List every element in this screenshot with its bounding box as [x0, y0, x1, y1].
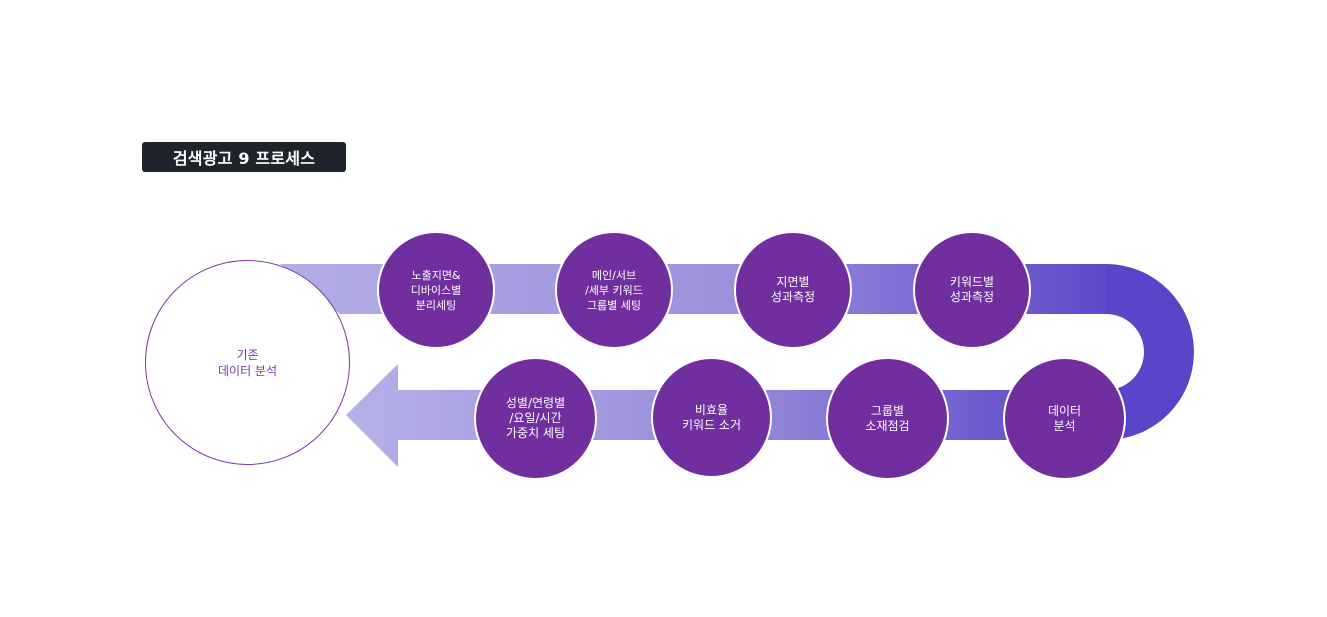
step-node-3: 지면별 성과측정 [734, 231, 852, 349]
step-node-8: 성별/연령별 /요일/시간 가중치 세팅 [474, 357, 597, 480]
step-node-5: 데이터 분석 [1003, 357, 1126, 480]
page-title: 검색광고 9 프로세스 [142, 142, 346, 172]
step-node-6: 그룹별 소재점검 [826, 357, 949, 480]
uturn-band [1106, 264, 1194, 440]
step-node-7: 비효율 키워드 소거 [651, 357, 772, 478]
step-node-2: 메인/서브 /세부 키워드 그룹별 세팅 [555, 231, 673, 349]
start-node-existing-data-analysis: 기존 데이터 분석 [145, 260, 350, 465]
step-node-1: 노출지면& 디바이스별 분리세팅 [377, 231, 495, 349]
step-node-4: 키워드별 성과측정 [913, 231, 1031, 349]
